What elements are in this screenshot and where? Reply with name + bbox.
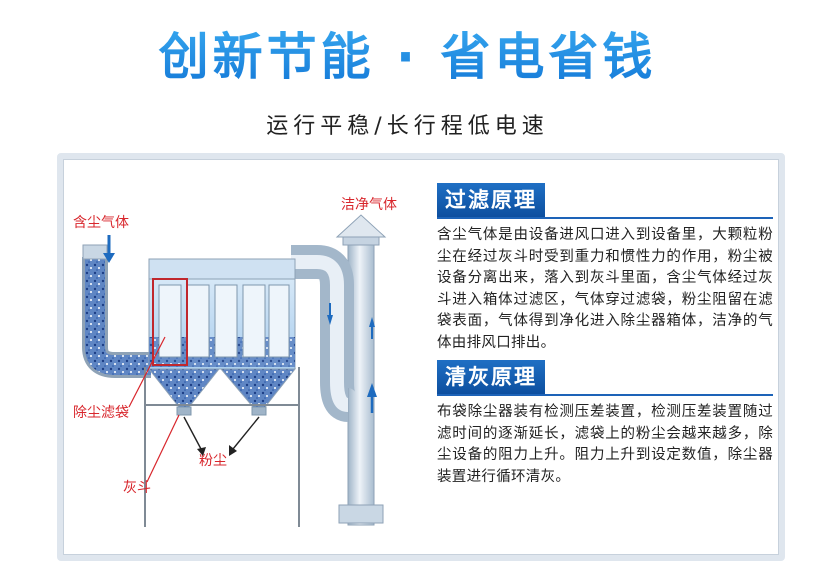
label-dust: 粉尘 xyxy=(199,453,227,469)
filter-bag-row xyxy=(158,284,290,358)
dust-fall-arrows xyxy=(183,416,260,456)
inlet-pipe xyxy=(82,244,151,378)
highlighted-bag-frame xyxy=(152,278,188,366)
section-cleaning: 清灰原理 布袋除尘器装有检测压差装置，检测压差装置随过滤时间的逐渐延长，滤袋上的… xyxy=(437,360,773,488)
principle-panel: 过滤原理 含尘气体是由设备进风口进入到设备里，大颗粒粉尘在经过灰斗时受到重力和惯… xyxy=(437,183,773,488)
subheadline: 运行平稳/长行程低电速 xyxy=(266,114,549,139)
label-ash-hopper: 灰斗 xyxy=(123,480,151,496)
outlet-duct xyxy=(291,245,356,422)
label-dust-gas: 含尘气体 xyxy=(73,215,129,231)
section-divider xyxy=(437,394,773,396)
flow-arrows xyxy=(103,235,377,413)
section-title: 清灰原理 xyxy=(437,360,545,394)
label-clean-gas: 洁净气体 xyxy=(341,197,397,213)
dust-collector-diagram: 含尘气体 洁净气体 除尘滤袋 粉尘 灰斗 xyxy=(73,197,397,527)
section-filtering: 过滤原理 含尘气体是由设备进风口进入到设备里，大颗粒粉尘在经过灰斗时受到重力和惯… xyxy=(437,183,773,354)
section-body: 含尘气体是由设备进风口进入到设备里，大颗粒粉尘在经过灰斗时受到重力和惯性力的作用… xyxy=(437,227,773,351)
label-filter-bag: 除尘滤袋 xyxy=(73,405,129,421)
filter-box xyxy=(144,258,300,527)
section-divider xyxy=(437,217,773,219)
section-title: 过滤原理 xyxy=(437,183,545,217)
headline: 创新节能 · 省电省钱 xyxy=(0,22,815,92)
support-frame xyxy=(144,367,300,527)
leader-lines xyxy=(128,336,180,483)
content-card: 含尘气体 洁净气体 除尘滤袋 粉尘 灰斗 过滤原理 含尘气体是由设备进风口进入到… xyxy=(57,153,785,561)
section-body: 布袋除尘器装有检测压差装置，检测压差装置随过滤时间的逐渐延长，滤袋上的粉尘会越来… xyxy=(437,404,773,485)
